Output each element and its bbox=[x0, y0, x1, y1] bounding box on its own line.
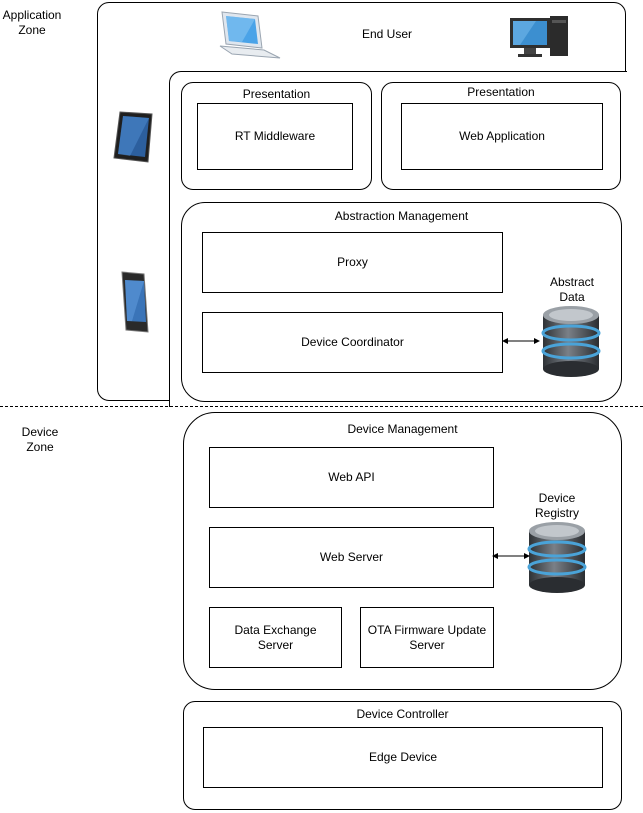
abstraction-management-title: Abstraction Management bbox=[334, 209, 469, 223]
abstract-data-label: Abstract Data bbox=[549, 275, 594, 304]
database-icon bbox=[527, 522, 587, 593]
database-icon bbox=[541, 306, 601, 377]
application-area bbox=[169, 71, 627, 407]
device-management-title: Device Management bbox=[347, 422, 458, 436]
application-zone-label: Application Zone bbox=[2, 8, 62, 37]
web-api-box: Web API bbox=[209, 447, 494, 508]
ota-firmware-update-server-box: OTA Firmware Update Server bbox=[360, 607, 494, 668]
edge-device-box: Edge Device bbox=[203, 727, 603, 788]
tablet-icon bbox=[113, 111, 153, 163]
rt-middleware-box: RT Middleware bbox=[197, 103, 353, 170]
device-controller-title: Device Controller bbox=[356, 707, 449, 721]
data-exchange-server-box: Data Exchange Server bbox=[209, 607, 342, 668]
web-server-box: Web Server bbox=[209, 527, 494, 588]
laptop-icon bbox=[219, 11, 281, 59]
device-registry-label: Device Registry bbox=[534, 491, 579, 520]
presentation-left-title: Presentation bbox=[242, 87, 311, 101]
device-zone-label: Device Zone bbox=[21, 425, 59, 454]
smartphone-icon bbox=[121, 271, 149, 333]
device-coordinator-box: Device Coordinator bbox=[202, 312, 503, 373]
device-management-group: Device Management Web API Web Server Dat… bbox=[183, 412, 622, 690]
proxy-box: Proxy bbox=[202, 232, 503, 293]
zone-separator bbox=[0, 406, 643, 407]
device-controller-group: Device Controller Edge Device bbox=[183, 701, 622, 810]
presentation-left-group: Presentation RT Middleware bbox=[181, 82, 372, 190]
presentation-right-title: Presentation bbox=[467, 85, 535, 99]
presentation-right-group: Presentation Web Application bbox=[381, 82, 621, 190]
end-user-label: End User bbox=[361, 27, 413, 41]
web-application-box: Web Application bbox=[401, 103, 603, 170]
desktop-computer-icon bbox=[510, 16, 568, 57]
